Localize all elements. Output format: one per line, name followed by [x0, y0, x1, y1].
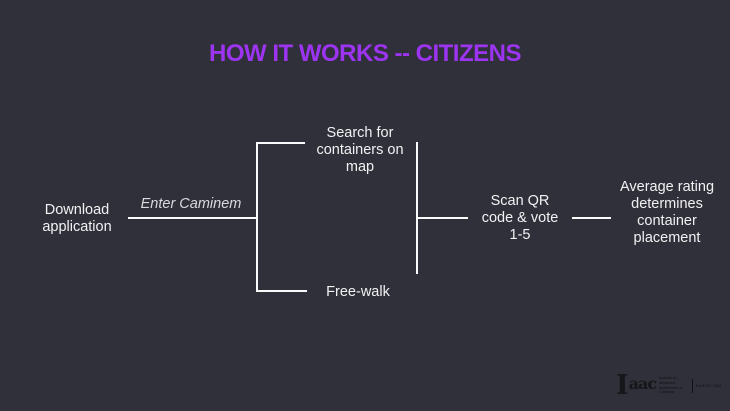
- flow-node-text-line: application: [42, 219, 112, 235]
- flow-node-text-line: Download: [44, 202, 110, 218]
- flow-node-text-line: placement: [633, 230, 701, 246]
- flow-node-text-line: Average rating: [619, 179, 715, 195]
- branch-split-vertical-line: [256, 142, 258, 292]
- iaac-logo-rest: aac: [628, 374, 658, 393]
- flow-node-text-line: determines: [631, 196, 703, 212]
- connector-download-to-branch: [128, 217, 257, 219]
- flow-node-text-line: Scan QR: [490, 193, 550, 209]
- flow-node-text-line: container: [637, 213, 697, 229]
- flow-node-text-line: 1-5: [509, 227, 531, 243]
- branch-bottom-line: [258, 290, 307, 292]
- branch-top-line: [258, 142, 305, 144]
- iaac-logo-subtitle: Institute for advanced architecture of C…: [659, 376, 682, 395]
- flow-node-free-walk: Free-walk: [326, 284, 390, 300]
- iaac-logo: Iaac Institute for advanced architecture…: [616, 370, 722, 401]
- connector-scan-to-average: [572, 217, 611, 219]
- slide-title: HOW IT WORKS -- CITIZENS: [209, 40, 521, 67]
- flow-node-average-rating: Average rating determines container plac…: [612, 179, 722, 247]
- flow-node-scan-qr-vote: Scan QR code & vote 1-5: [465, 193, 575, 244]
- edge-label-enter-caminem: Enter Caminem: [140, 196, 242, 212]
- flow-node-search-containers: Search for containers on map: [305, 125, 415, 176]
- flow-node-text-line: containers on: [316, 142, 404, 158]
- connector-merge-to-scan: [418, 217, 468, 219]
- iaac-logo-initial: I: [616, 370, 629, 401]
- iaac-logo-divider: [692, 378, 694, 393]
- flow-node-text-line: code & vote: [481, 210, 559, 226]
- flow-node-text-line: map: [345, 159, 375, 175]
- iaac-logo-wordmark: Iaac: [616, 370, 658, 401]
- flow-node-text-line: Search for: [326, 125, 394, 141]
- branch-merge-vertical-line: [416, 142, 418, 274]
- flow-node-download-application: Download application: [27, 202, 127, 236]
- iaac-logo-location: BARCELONA: [696, 383, 722, 388]
